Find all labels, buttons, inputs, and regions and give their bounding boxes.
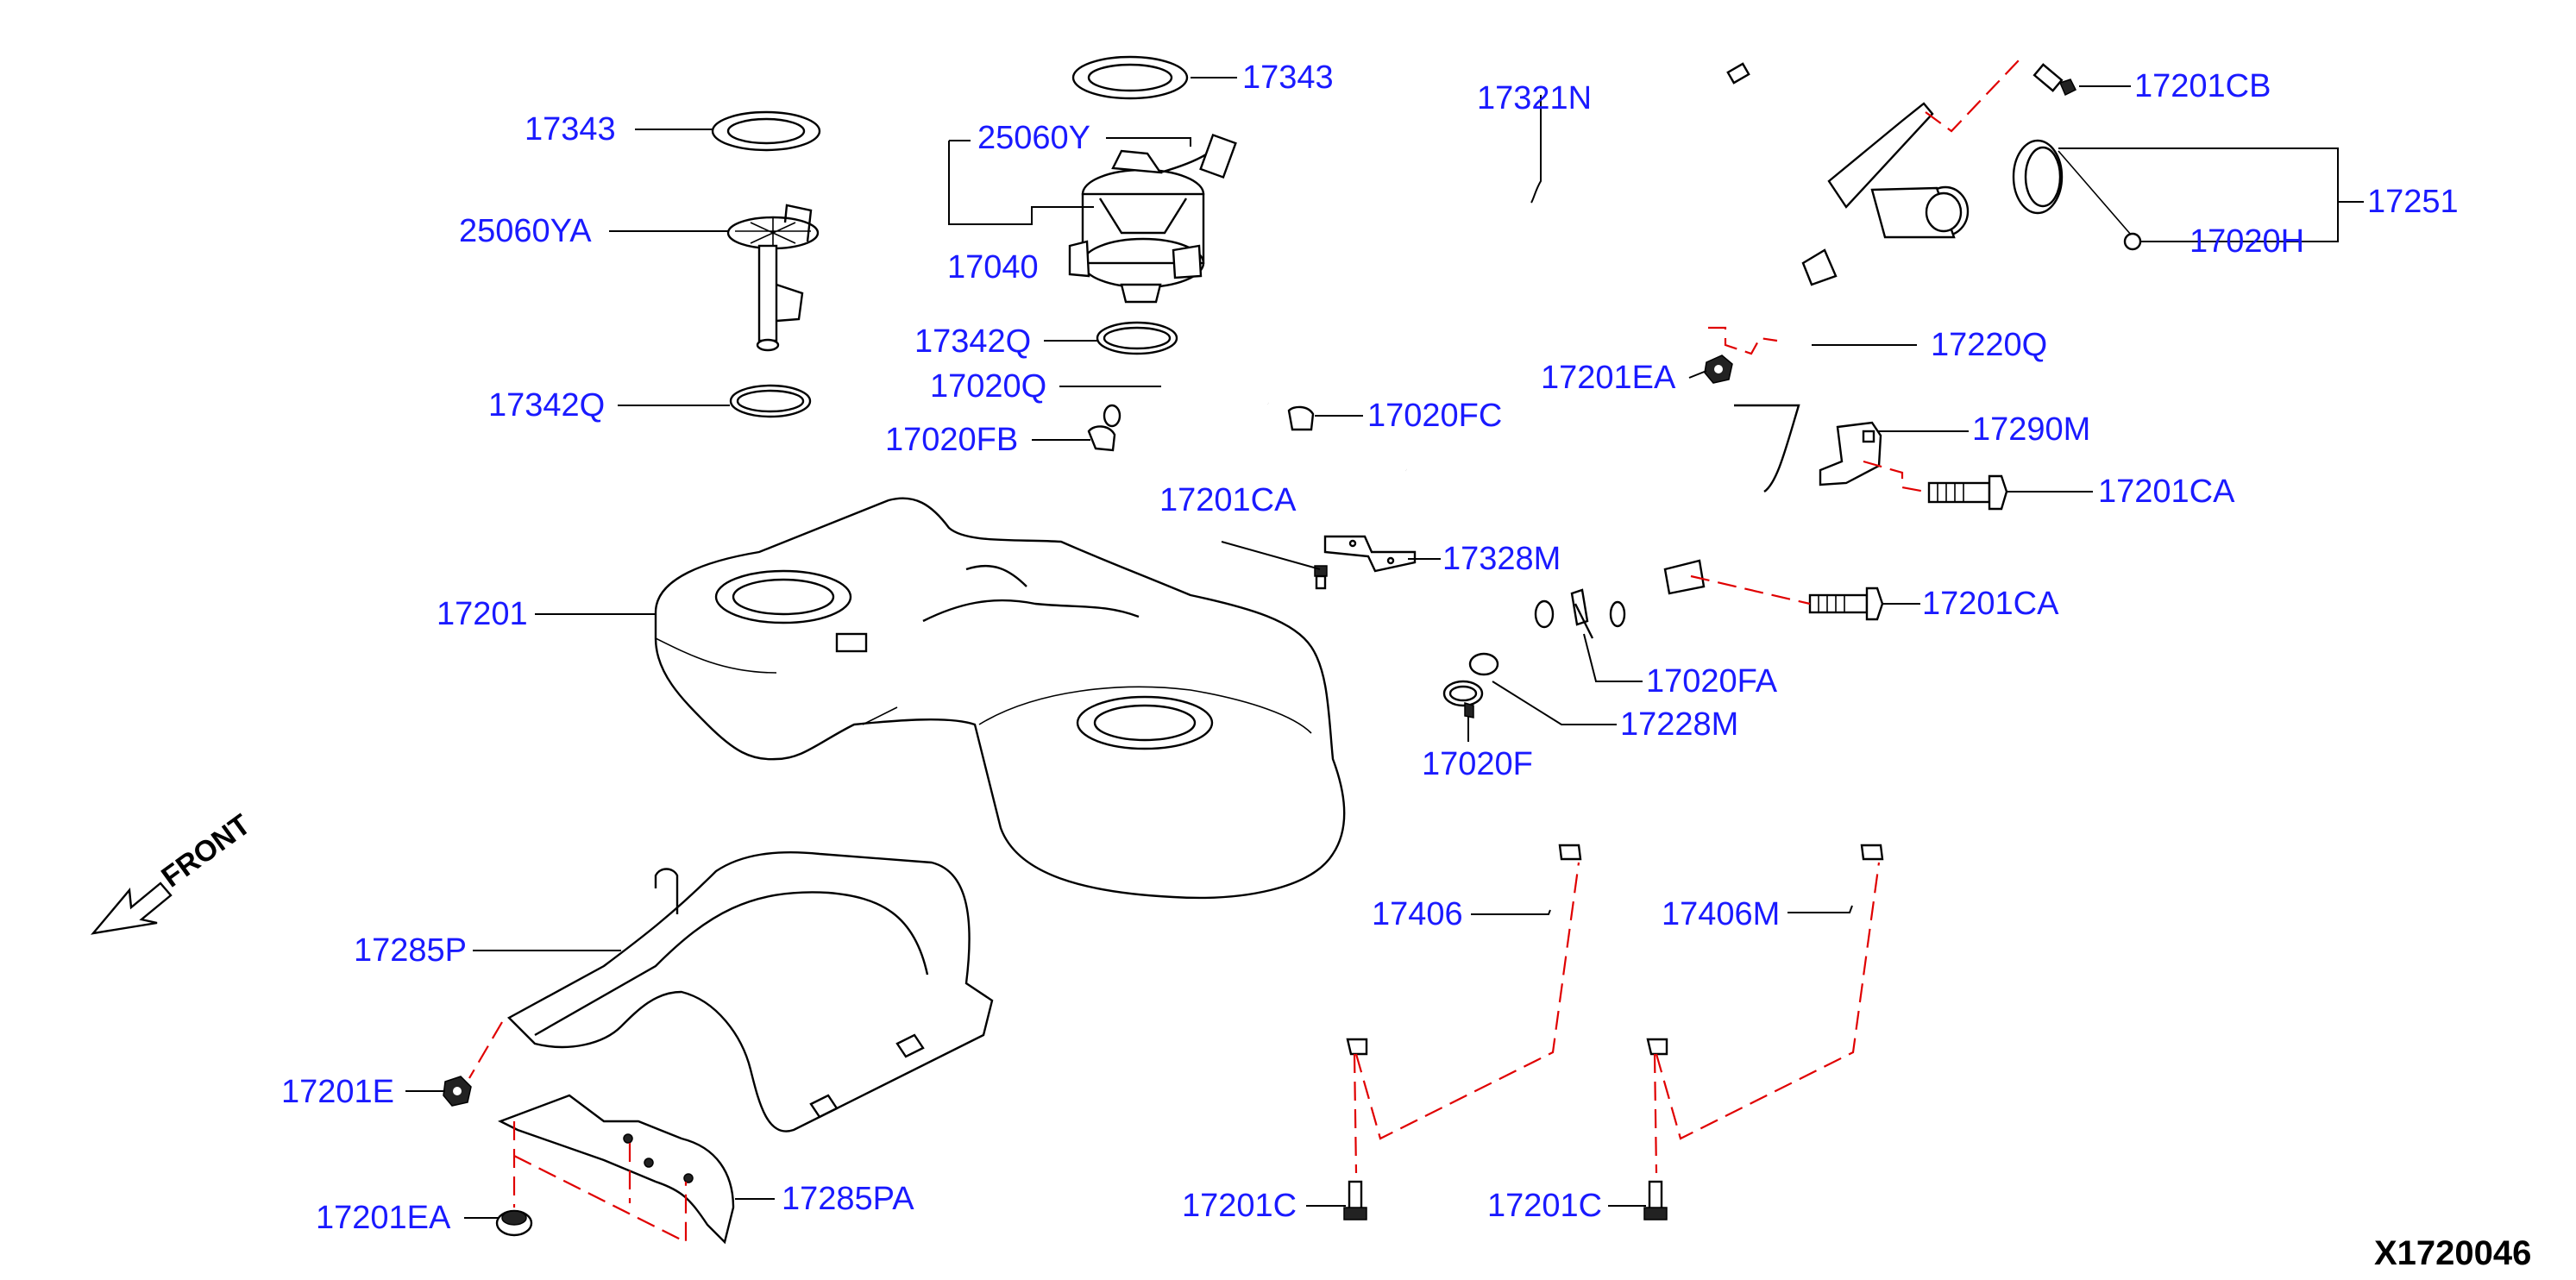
nut-17201EA-bottom xyxy=(495,1209,533,1237)
label-17342Q-mid: 17342Q xyxy=(914,323,1031,360)
diagram-code: X1720046 xyxy=(2374,1234,2531,1272)
hose-17020Q xyxy=(1103,380,1270,428)
label-25060YA: 25060YA xyxy=(459,213,592,249)
o-ring-17342Q-left xyxy=(729,384,812,418)
label-17321N: 17321N xyxy=(1477,80,1592,116)
label-17251: 17251 xyxy=(2367,184,2459,220)
label-17201E: 17201E xyxy=(281,1074,394,1110)
label-17020FA: 17020FA xyxy=(1646,663,1778,700)
label-17406M: 17406M xyxy=(1662,896,1780,932)
heat-shield-17285P xyxy=(507,851,994,1133)
bolt-17201C-left xyxy=(1343,1180,1367,1220)
filler-neck-17220Q xyxy=(1609,102,1970,631)
hose-17020Q-lower xyxy=(1404,436,1752,497)
bolt-17201CA-right xyxy=(1927,474,2008,511)
label-17343-top: 17343 xyxy=(1242,60,1334,96)
label-17201EA-bottom: 17201EA xyxy=(316,1200,451,1236)
vent-tube-17321N xyxy=(1454,62,1750,311)
fuel-pump-assembly-17040 xyxy=(1068,133,1237,304)
label-17342Q-left: 17342Q xyxy=(488,387,605,424)
seal-ring-17343-top xyxy=(1071,55,1189,100)
fuel-cap-17251 xyxy=(2012,139,2142,251)
fuel-tank-17201 xyxy=(654,497,1346,900)
clamp-17020F xyxy=(1442,680,1484,718)
nut-17201E xyxy=(443,1076,472,1107)
label-17020F: 17020F xyxy=(1422,746,1533,782)
label-17220Q: 17220Q xyxy=(1931,327,2047,363)
label-17201CA-right: 17201CA xyxy=(2098,474,2235,510)
label-17020H: 17020H xyxy=(2190,223,2304,260)
label-17406-left: 17406 xyxy=(1372,896,1463,932)
label-17040: 17040 xyxy=(947,249,1039,285)
bracket-17290M xyxy=(1819,421,1882,486)
label-17343-left: 17343 xyxy=(525,111,616,147)
label-17020FB: 17020FB xyxy=(885,422,1018,458)
label-17201C-left: 17201C xyxy=(1182,1188,1297,1224)
label-17020FC: 17020FC xyxy=(1367,398,1502,434)
o-ring-17342Q-mid xyxy=(1096,321,1178,355)
front-label: FRONT xyxy=(155,808,256,894)
bolt-17201CB xyxy=(2033,63,2077,97)
tank-strap-17406M xyxy=(1646,844,1884,1095)
front-direction-arrow: FRONT xyxy=(91,808,257,935)
label-17285P: 17285P xyxy=(354,932,467,969)
fuel-level-sender-25060YA xyxy=(726,204,820,352)
seal-ring-17343-left xyxy=(711,110,821,152)
label-17285PA: 17285PA xyxy=(782,1181,914,1217)
bolt-17201CA-lower xyxy=(1808,587,1884,621)
label-17328M: 17328M xyxy=(1442,541,1561,577)
nut-17201EA-top xyxy=(1704,355,1733,384)
label-17020Q: 17020Q xyxy=(930,368,1046,405)
label-17228M: 17228M xyxy=(1620,706,1738,743)
part-labels: 17343 17343 25060Y 25060YA 17040 17342Q … xyxy=(281,60,2459,1236)
tank-strap-17406 xyxy=(1346,844,1582,1095)
clamp-17020FC xyxy=(1287,405,1315,431)
hose-17228M xyxy=(1468,599,1555,676)
label-17290M: 17290M xyxy=(1972,411,2090,448)
label-17201CB: 17201CB xyxy=(2134,68,2271,104)
label-17201: 17201 xyxy=(437,596,528,632)
label-25060Y: 25060Y xyxy=(977,120,1090,156)
bracket-17328M xyxy=(1323,535,1417,573)
bolt-17201C-right xyxy=(1643,1180,1668,1220)
heat-shield-17285PA xyxy=(498,1094,735,1245)
label-17201CA-lower: 17201CA xyxy=(1922,586,2059,622)
leader-lines xyxy=(405,77,2364,1219)
label-17201CA-mid: 17201CA xyxy=(1159,482,1297,518)
assembly-dashed-lines xyxy=(468,60,2020,1244)
label-17201C-right: 17201C xyxy=(1487,1188,1602,1224)
clamp-17020FA xyxy=(1570,588,1594,639)
label-17201EA-top: 17201EA xyxy=(1541,360,1676,396)
clamp-17020FB xyxy=(1087,425,1116,452)
